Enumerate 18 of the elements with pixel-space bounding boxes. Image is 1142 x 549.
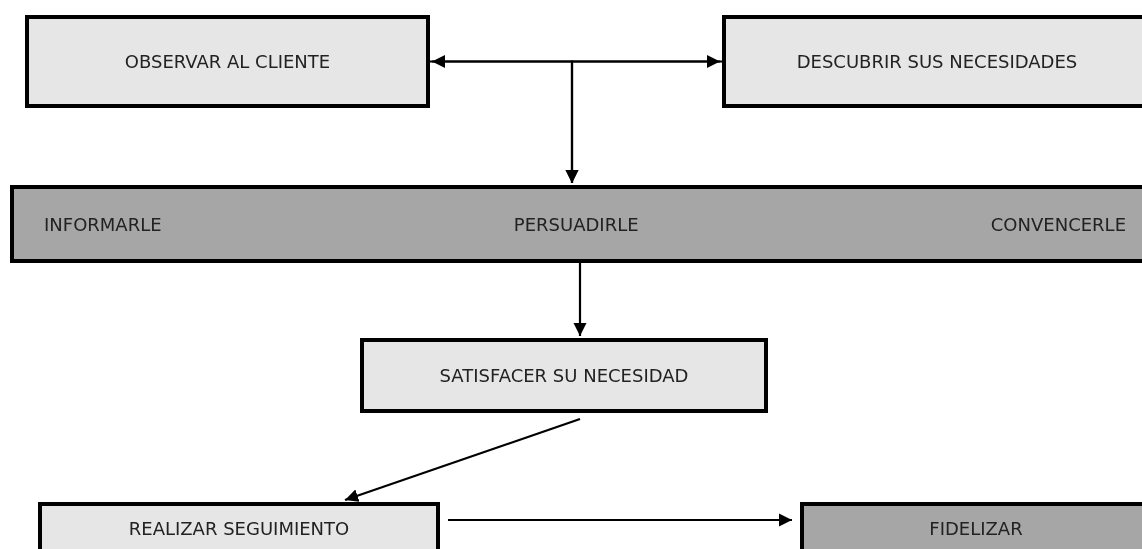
box-label: REALIZAR SEGUIMIENTO (128, 517, 350, 539)
process-box (25, 15, 430, 108)
process-box (800, 502, 1142, 549)
box-label: FIDELIZAR (929, 517, 1023, 539)
steps-band (10, 185, 1142, 263)
process-box (722, 15, 1142, 108)
box-label: SATISFACER SU NECESIDAD (439, 365, 689, 386)
box-label: INFORMARLE (44, 213, 162, 235)
box-label: PERSUADIRLE (513, 213, 639, 235)
box-label: CONVENCERLE (990, 213, 1126, 235)
arrow (565, 60, 722, 183)
arrow (344, 417, 581, 502)
arrow (573, 263, 587, 336)
box-label: DESCUBRIR SUS NECESIDADES (796, 51, 1078, 72)
arrow (448, 513, 792, 527)
box-label: OBSERVAR AL CLIENTE (124, 51, 331, 72)
process-box (360, 338, 768, 413)
process-box (38, 502, 440, 549)
